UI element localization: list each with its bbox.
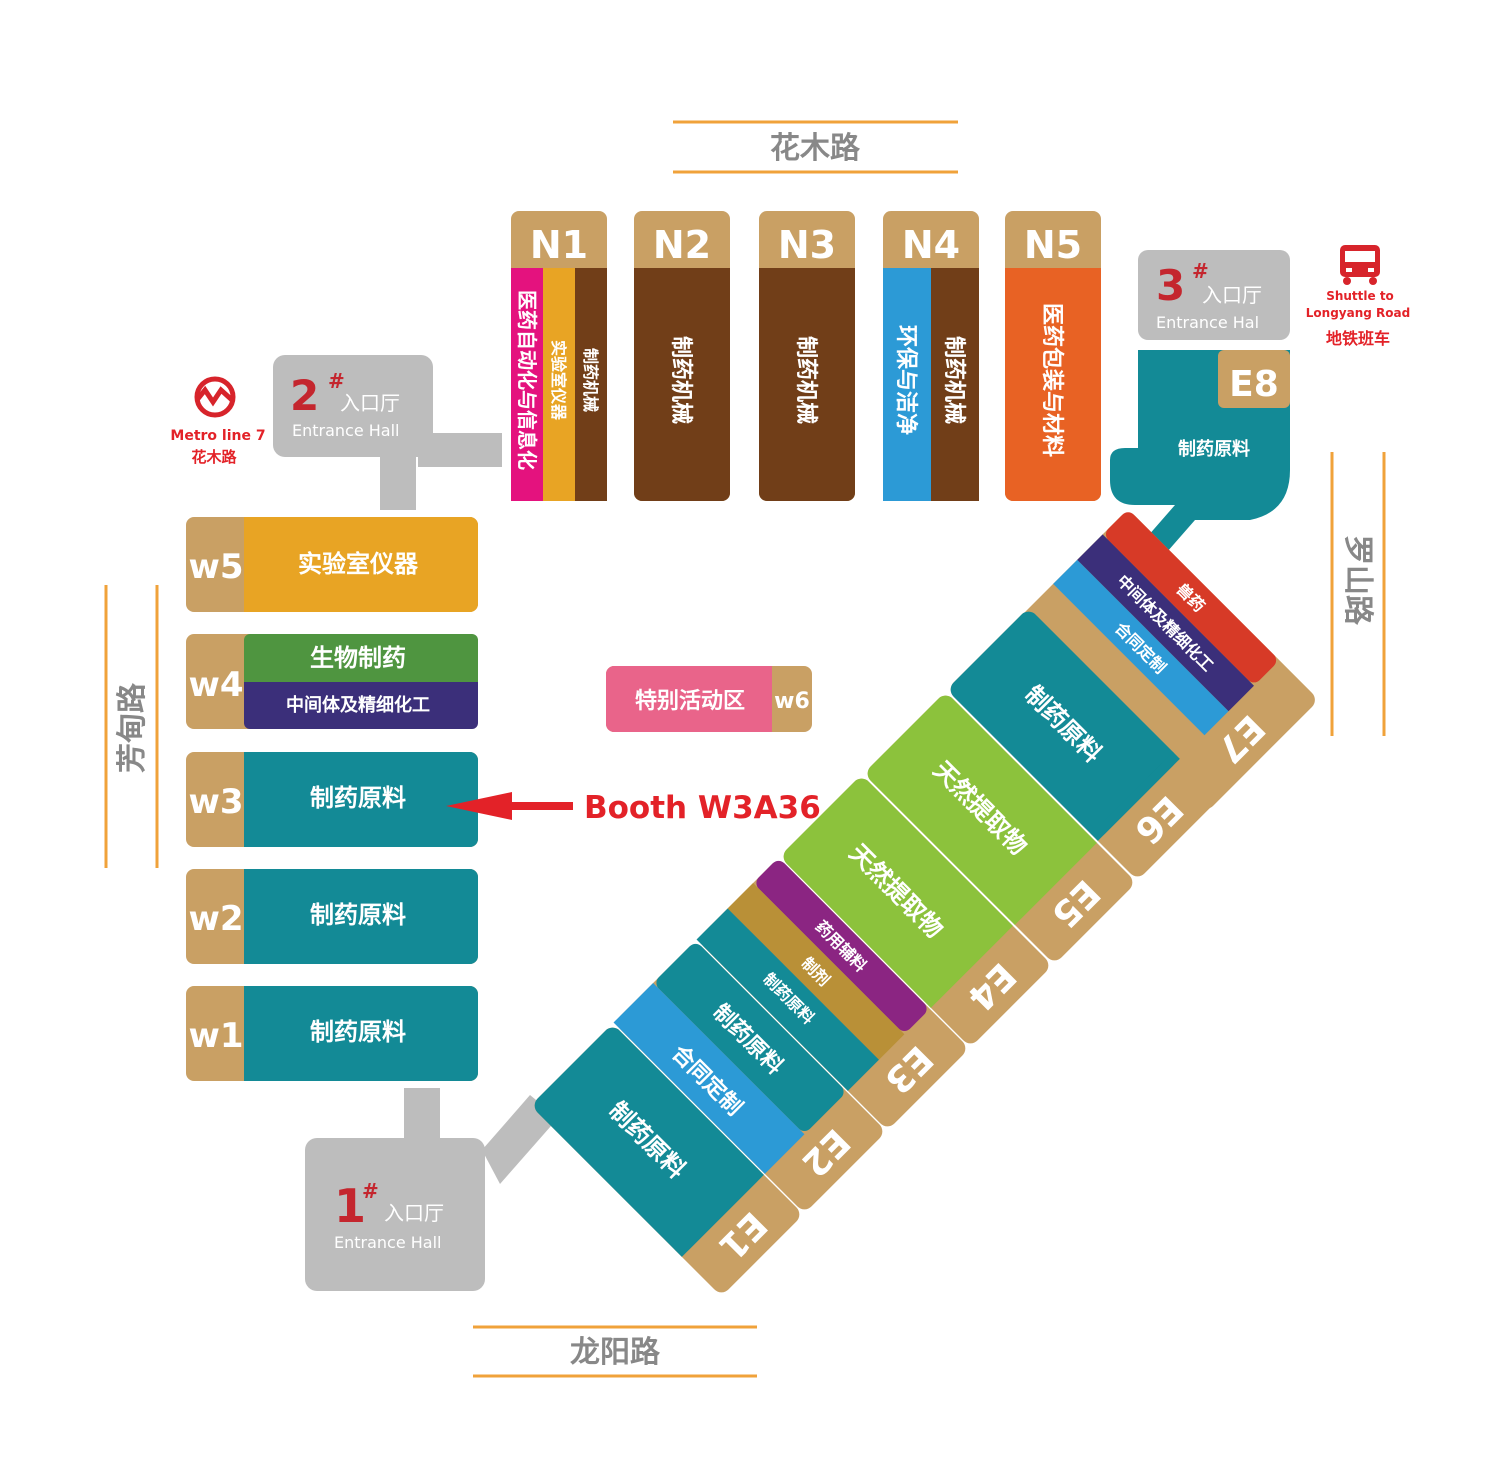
hall-N5-label: N5 — [1024, 223, 1082, 267]
road-label-north: 花木路 — [770, 131, 861, 166]
road-label-south: 龙阳路 — [570, 1335, 661, 1370]
entrance-3-en: Entrance Hal — [1156, 313, 1259, 332]
hall-W1-label: w1 — [188, 1016, 243, 1056]
hall-W4-zone-2: 中间体及精细化工 — [286, 694, 430, 716]
hall-W5-zone: 实验室仪器 — [298, 550, 419, 578]
hall-W4[interactable]: w4 生物制药 中间体及精细化工 — [186, 634, 478, 729]
entrance-2-cn: 入口厅 — [340, 391, 400, 415]
entrance-1-sup: # — [362, 1179, 379, 1203]
hall-W2-label: w2 — [188, 899, 243, 939]
road-south: 龙阳路 — [473, 1325, 757, 1378]
shuttle-en-line2: Longyang Road — [1306, 306, 1410, 320]
entrance-3-cn: 入口厅 — [1202, 283, 1262, 307]
hall-W1-zone: 制药原料 — [310, 1018, 406, 1046]
entrance-1-number: 1 — [334, 1179, 366, 1233]
hall-N1-zone-1: 医药自动化与信息化 — [515, 290, 539, 470]
hall-N2[interactable]: N2 制药机械 — [634, 211, 730, 501]
hall-E7[interactable]: E7 兽药 中间体及精细化工 合同定制 — [1015, 509, 1319, 813]
entrance-2-en: Entrance Hall — [292, 421, 400, 440]
hall-N3-label: N3 — [778, 223, 836, 267]
shuttle-cn: 地铁班车 — [1326, 329, 1390, 348]
hall-E8-zone: 制药原料 — [1178, 438, 1250, 460]
shuttle-en-line1: Shuttle to — [1326, 289, 1394, 303]
hall-W5-label: w5 — [188, 547, 243, 587]
entrance-2-number: 2 — [290, 371, 319, 420]
hall-W2-zone: 制药原料 — [310, 901, 406, 929]
booth-pointer: Booth W3A36 — [446, 790, 821, 826]
metro-logo-icon — [194, 376, 236, 418]
hall-N4-zone-1: 环保与洁净 — [893, 325, 919, 435]
bus-icon — [1340, 245, 1380, 285]
hall-E3[interactable]: E3 药用辅料 制剂 制药原料 — [696, 858, 970, 1131]
hall-E2[interactable]: E2 制药原料 合同定制 — [613, 941, 887, 1214]
hall-E4[interactable]: E4 天然提取物 — [780, 775, 1053, 1048]
hall-N1-zone-2: 实验室仪器 — [549, 340, 568, 421]
metro-station-label: 花木路 — [191, 448, 237, 466]
hall-N4[interactable]: N4 环保与洁净 制药机械 — [883, 211, 979, 501]
hall-N1-label: N1 — [530, 223, 588, 267]
hall-N4-label: N4 — [902, 223, 960, 267]
hall-N4-zone-2: 制药机械 — [941, 336, 966, 424]
entrance-hall-2[interactable]: 2 # 入口厅 Entrance Hall — [273, 355, 502, 510]
entrance-1-cn: 入口厅 — [384, 1201, 444, 1225]
arrow-left-icon — [446, 792, 573, 820]
entrance-2-sup: # — [328, 369, 345, 393]
hall-N1-zone-3: 制药机械 — [581, 348, 600, 412]
hall-W5[interactable]: w5 实验室仪器 — [186, 517, 478, 612]
entrance-hall-3[interactable]: 3 # 入口厅 Entrance Hal — [1138, 250, 1290, 340]
hall-W3-label: w3 — [188, 782, 243, 822]
hall-E6[interactable]: E6 制药原料 — [947, 608, 1220, 881]
entrance-3-number: 3 — [1156, 261, 1185, 310]
hall-W2[interactable]: w2 制药原料 — [186, 869, 478, 964]
road-label-east: 罗山路 — [1340, 535, 1375, 626]
entrance-1-en: Entrance Hall — [334, 1233, 442, 1252]
road-label-west: 芳甸路 — [115, 682, 150, 773]
hall-E8-label: E8 — [1229, 364, 1279, 405]
hall-N1[interactable]: N1 医药自动化与信息化 实验室仪器 制药机械 — [511, 211, 607, 501]
hall-W3-zone: 制药原料 — [310, 784, 406, 812]
hall-W4-zone-1: 生物制药 — [310, 644, 406, 672]
hall-W6-label: w6 — [774, 689, 810, 714]
hall-E8[interactable]: E8 制药原料 — [1110, 350, 1290, 560]
hall-W4-label: w4 — [188, 665, 243, 705]
hall-W3[interactable]: w3 制药原料 — [186, 752, 478, 847]
road-east: 罗山路 — [1330, 452, 1386, 736]
road-west: 芳甸路 — [104, 585, 159, 868]
hall-N3-zone: 制药机械 — [793, 336, 818, 424]
hall-W6[interactable]: 特别活动区 w6 — [606, 666, 812, 732]
hall-N2-label: N2 — [653, 223, 711, 267]
hall-W6-zone: 特别活动区 — [635, 688, 745, 714]
hall-N2-zone: 制药机械 — [668, 336, 693, 424]
hall-E1[interactable]: E1 制药原料 — [531, 1024, 804, 1297]
booth-label: Booth W3A36 — [584, 790, 821, 826]
entrance-3-sup: # — [1192, 259, 1209, 283]
road-north: 花木路 — [673, 120, 958, 174]
hall-N5-zone: 医药包装与材料 — [1039, 303, 1065, 457]
shuttle-bus[interactable]: Shuttle to Longyang Road 地铁班车 — [1306, 245, 1410, 348]
hall-W1[interactable]: w1 制药原料 — [186, 986, 478, 1081]
hall-N5[interactable]: N5 医药包装与材料 — [1005, 211, 1101, 501]
hall-N3[interactable]: N3 制药机械 — [759, 211, 855, 501]
metro-line-label: Metro line 7 — [170, 428, 265, 444]
metro-station[interactable]: Metro line 7 花木路 — [170, 376, 266, 466]
entrance-hall-1[interactable]: 1 # 入口厅 Entrance Hall — [305, 1088, 558, 1291]
